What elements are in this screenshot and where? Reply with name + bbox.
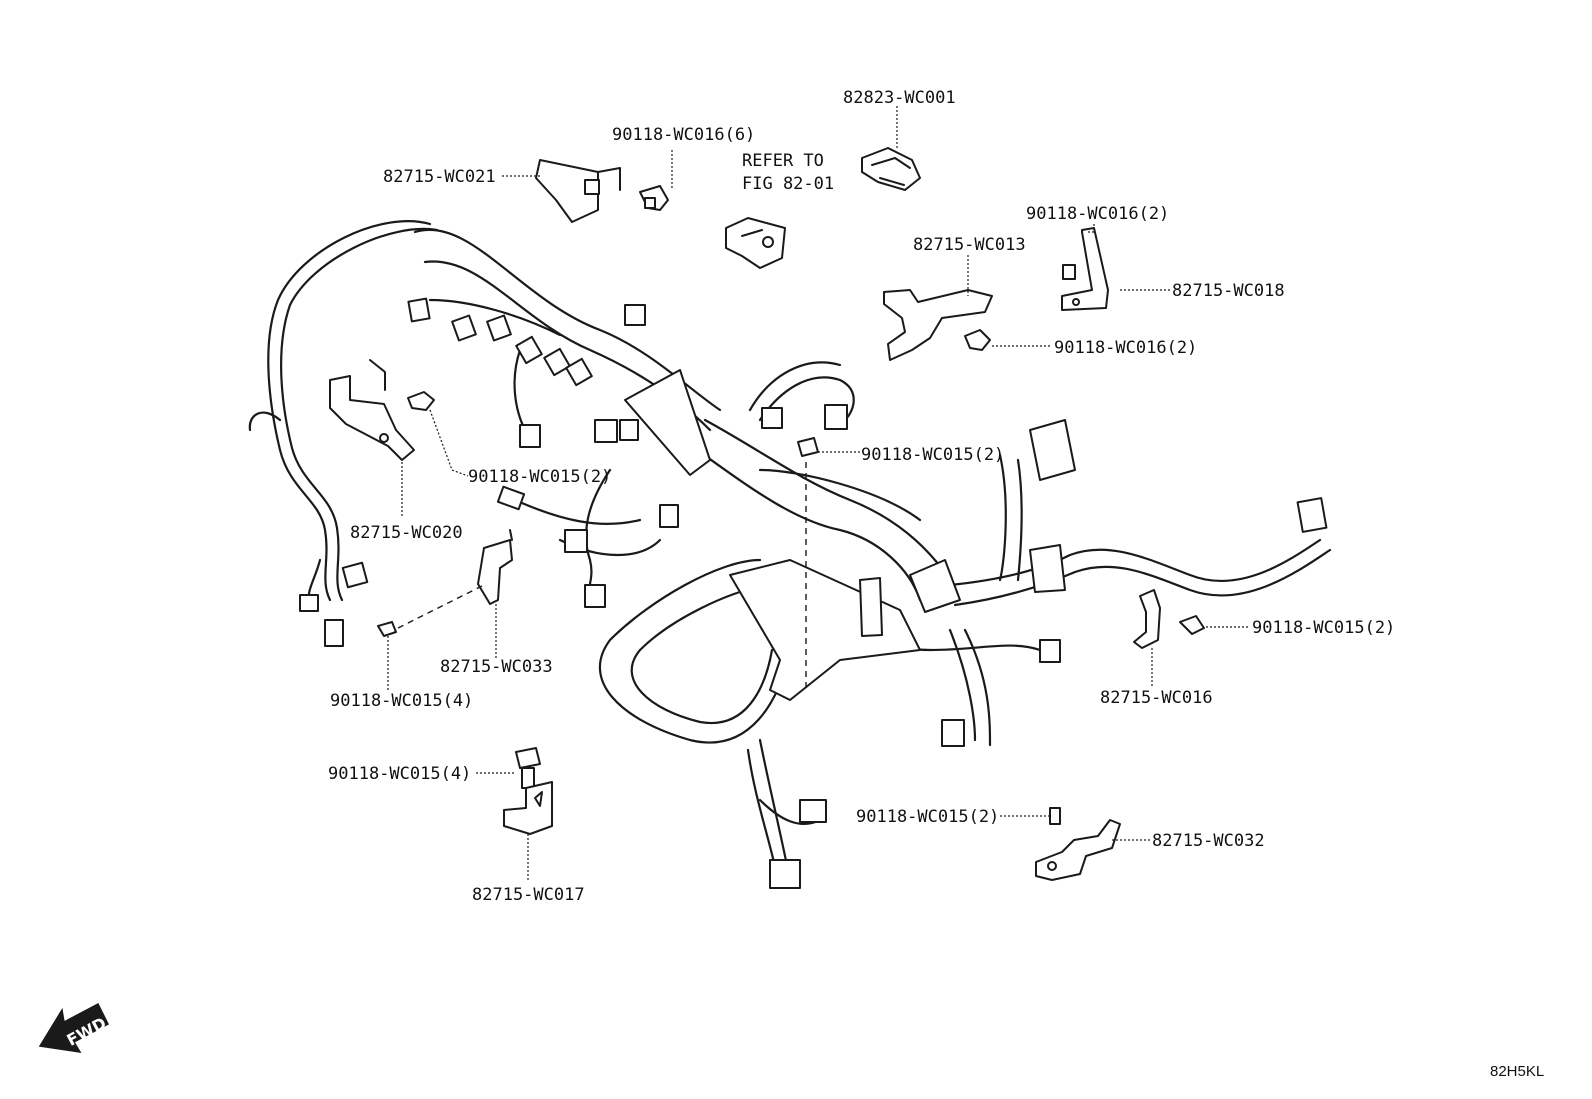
bolt-90118-wc015-4-large-part [515, 747, 541, 789]
bolt-90118-wc015-4-small-part [377, 621, 397, 637]
callout-90118-wc015-2-bottom: 90118-WC015(2) [856, 807, 999, 827]
clamp-82823-wc001-part [861, 147, 921, 191]
bracket-82715-wc017-part [503, 781, 553, 835]
bolt-90118-wc015-2-left-part [407, 391, 435, 411]
bolt-90118-wc016-2-upper-part [1062, 264, 1076, 280]
callout-82823-wc001: 82823-WC001 [843, 88, 956, 108]
bracket-82715-wc018-part [1061, 227, 1109, 311]
refer-note-line1: REFER TO [742, 151, 824, 171]
bolt-90118-wc015-2-center-part [797, 437, 819, 457]
callout-90118-wc016-6: 90118-WC016(6) [612, 125, 755, 145]
callout-82715-wc032: 82715-WC032 [1152, 831, 1265, 851]
bolt-90118-wc015-2-right-part [1179, 615, 1205, 635]
callout-82715-wc017: 82715-WC017 [472, 885, 585, 905]
bracket-82715-wc021-part [535, 159, 621, 223]
harness-connectors [299, 297, 1328, 889]
bolt-90118-wc016-2-lower-part [964, 329, 991, 351]
bracket-82715-wc016-part [1133, 589, 1161, 649]
callout-90118-wc016-2-upper: 90118-WC016(2) [1026, 204, 1169, 224]
bolt-90118-wc016-6-part [639, 185, 669, 211]
callout-90118-wc015-4-large: 90118-WC015(4) [328, 764, 471, 784]
callout-90118-wc016-2-lower: 90118-WC016(2) [1054, 338, 1197, 358]
forward-direction-arrow: FWD [38, 1002, 109, 1053]
callout-82715-wc018: 82715-WC018 [1172, 281, 1285, 301]
diagram-id: 82H5KL [1490, 1063, 1544, 1080]
engine-wire-harness [248, 220, 1332, 882]
fastener-line-left [397, 585, 483, 629]
reference-component-part [725, 217, 786, 269]
callout-82715-wc020: 82715-WC020 [350, 523, 463, 543]
callout-90118-wc015-2-left: 90118-WC015(2) [468, 467, 611, 487]
callout-82715-wc033: 82715-WC033 [440, 657, 553, 677]
bracket-82715-wc033-part [477, 529, 513, 605]
callout-90118-wc015-2-right: 90118-WC015(2) [1252, 618, 1395, 638]
bracket-82715-wc020-part [329, 359, 415, 461]
callout-labels: 82823-WC001 90118-WC016(6) 82715-WC021 9… [328, 88, 1395, 905]
bracket-82715-wc013-part [883, 289, 993, 361]
refer-note-line2: FIG 82-01 [742, 174, 834, 194]
callout-82715-wc016: 82715-WC016 [1100, 688, 1213, 708]
leader-lines [387, 106, 1250, 880]
callout-90118-wc015-4-small: 90118-WC015(4) [330, 691, 473, 711]
callout-82715-wc013: 82715-WC013 [913, 235, 1026, 255]
bracket-82715-wc032-part [1035, 819, 1121, 881]
bolt-90118-wc015-2-bottom-part [1049, 807, 1061, 825]
callout-82715-wc021: 82715-WC021 [383, 167, 496, 187]
callout-90118-wc015-2-center: 90118-WC015(2) [861, 445, 1004, 465]
